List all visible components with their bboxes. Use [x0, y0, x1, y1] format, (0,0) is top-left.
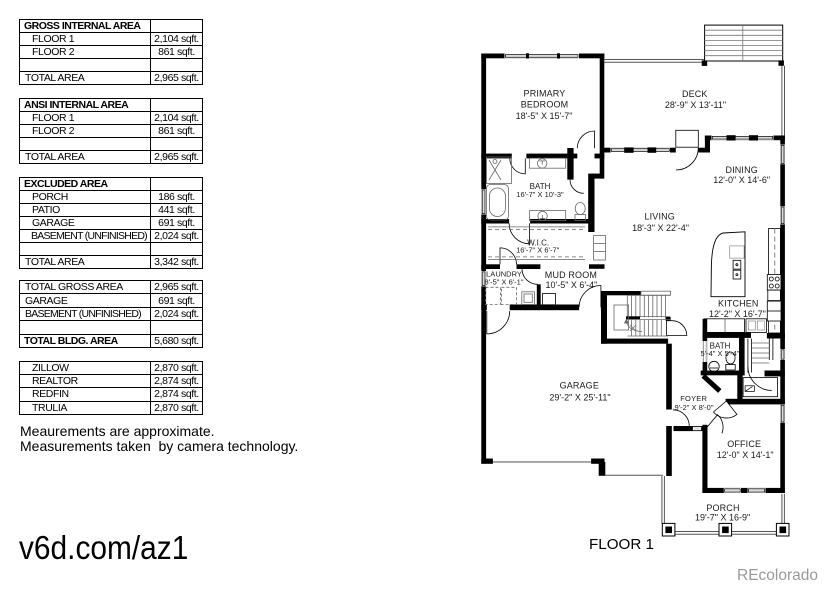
svg-text:16'-7" X 6'-7": 16'-7" X 6'-7"	[516, 246, 560, 255]
svg-text:DINING: DINING	[725, 165, 757, 175]
svg-text:18'-3" X 22'-4": 18'-3" X 22'-4"	[632, 223, 689, 233]
svg-text:5'-4" X 5'-4": 5'-4" X 5'-4"	[700, 349, 739, 358]
svg-text:BATH: BATH	[710, 342, 731, 351]
svg-text:12'-0" X 14'-1": 12'-0" X 14'-1"	[717, 450, 774, 460]
svg-text:8'-5" X 6'-1": 8'-5" X 6'-1"	[484, 278, 523, 287]
svg-text:19'-7" X 16-9": 19'-7" X 16-9"	[695, 513, 750, 523]
svg-text:12'-2" X 16'-7": 12'-2" X 16'-7"	[709, 309, 766, 319]
svg-text:W.I.C.: W.I.C.	[527, 238, 549, 247]
svg-text:GARAGE: GARAGE	[560, 381, 599, 391]
svg-text:KITCHEN: KITCHEN	[718, 299, 759, 309]
svg-text:FOYER: FOYER	[680, 394, 707, 403]
svg-text:PORCH: PORCH	[706, 503, 739, 513]
svg-text:18'-5" X 15'-7": 18'-5" X 15'-7"	[516, 111, 573, 121]
svg-text:BATH: BATH	[530, 182, 551, 191]
svg-text:9'-2" X 8'-0": 9'-2" X 8'-0"	[674, 403, 713, 412]
svg-text:OFFICE: OFFICE	[727, 439, 761, 449]
svg-text:BEDROOM: BEDROOM	[521, 100, 569, 110]
svg-text:LAUNDRY: LAUNDRY	[486, 269, 522, 278]
svg-text:16'-7" X 10'-3": 16'-7" X 10'-3"	[516, 190, 564, 199]
svg-text:PRIMARY: PRIMARY	[524, 88, 566, 98]
svg-text:10'-5" X 6'-4": 10'-5" X 6'-4"	[545, 280, 597, 290]
svg-text:DECK: DECK	[682, 89, 708, 99]
svg-text:12'-0" X 14'-6": 12'-0" X 14'-6"	[713, 175, 770, 185]
svg-text:MUD ROOM: MUD ROOM	[545, 270, 597, 280]
svg-text:29'-2" X 25'-11": 29'-2" X 25'-11"	[549, 393, 610, 403]
svg-text:28'-9" X 13'-11": 28'-9" X 13'-11"	[665, 100, 726, 110]
svg-text:LIVING: LIVING	[644, 211, 674, 221]
